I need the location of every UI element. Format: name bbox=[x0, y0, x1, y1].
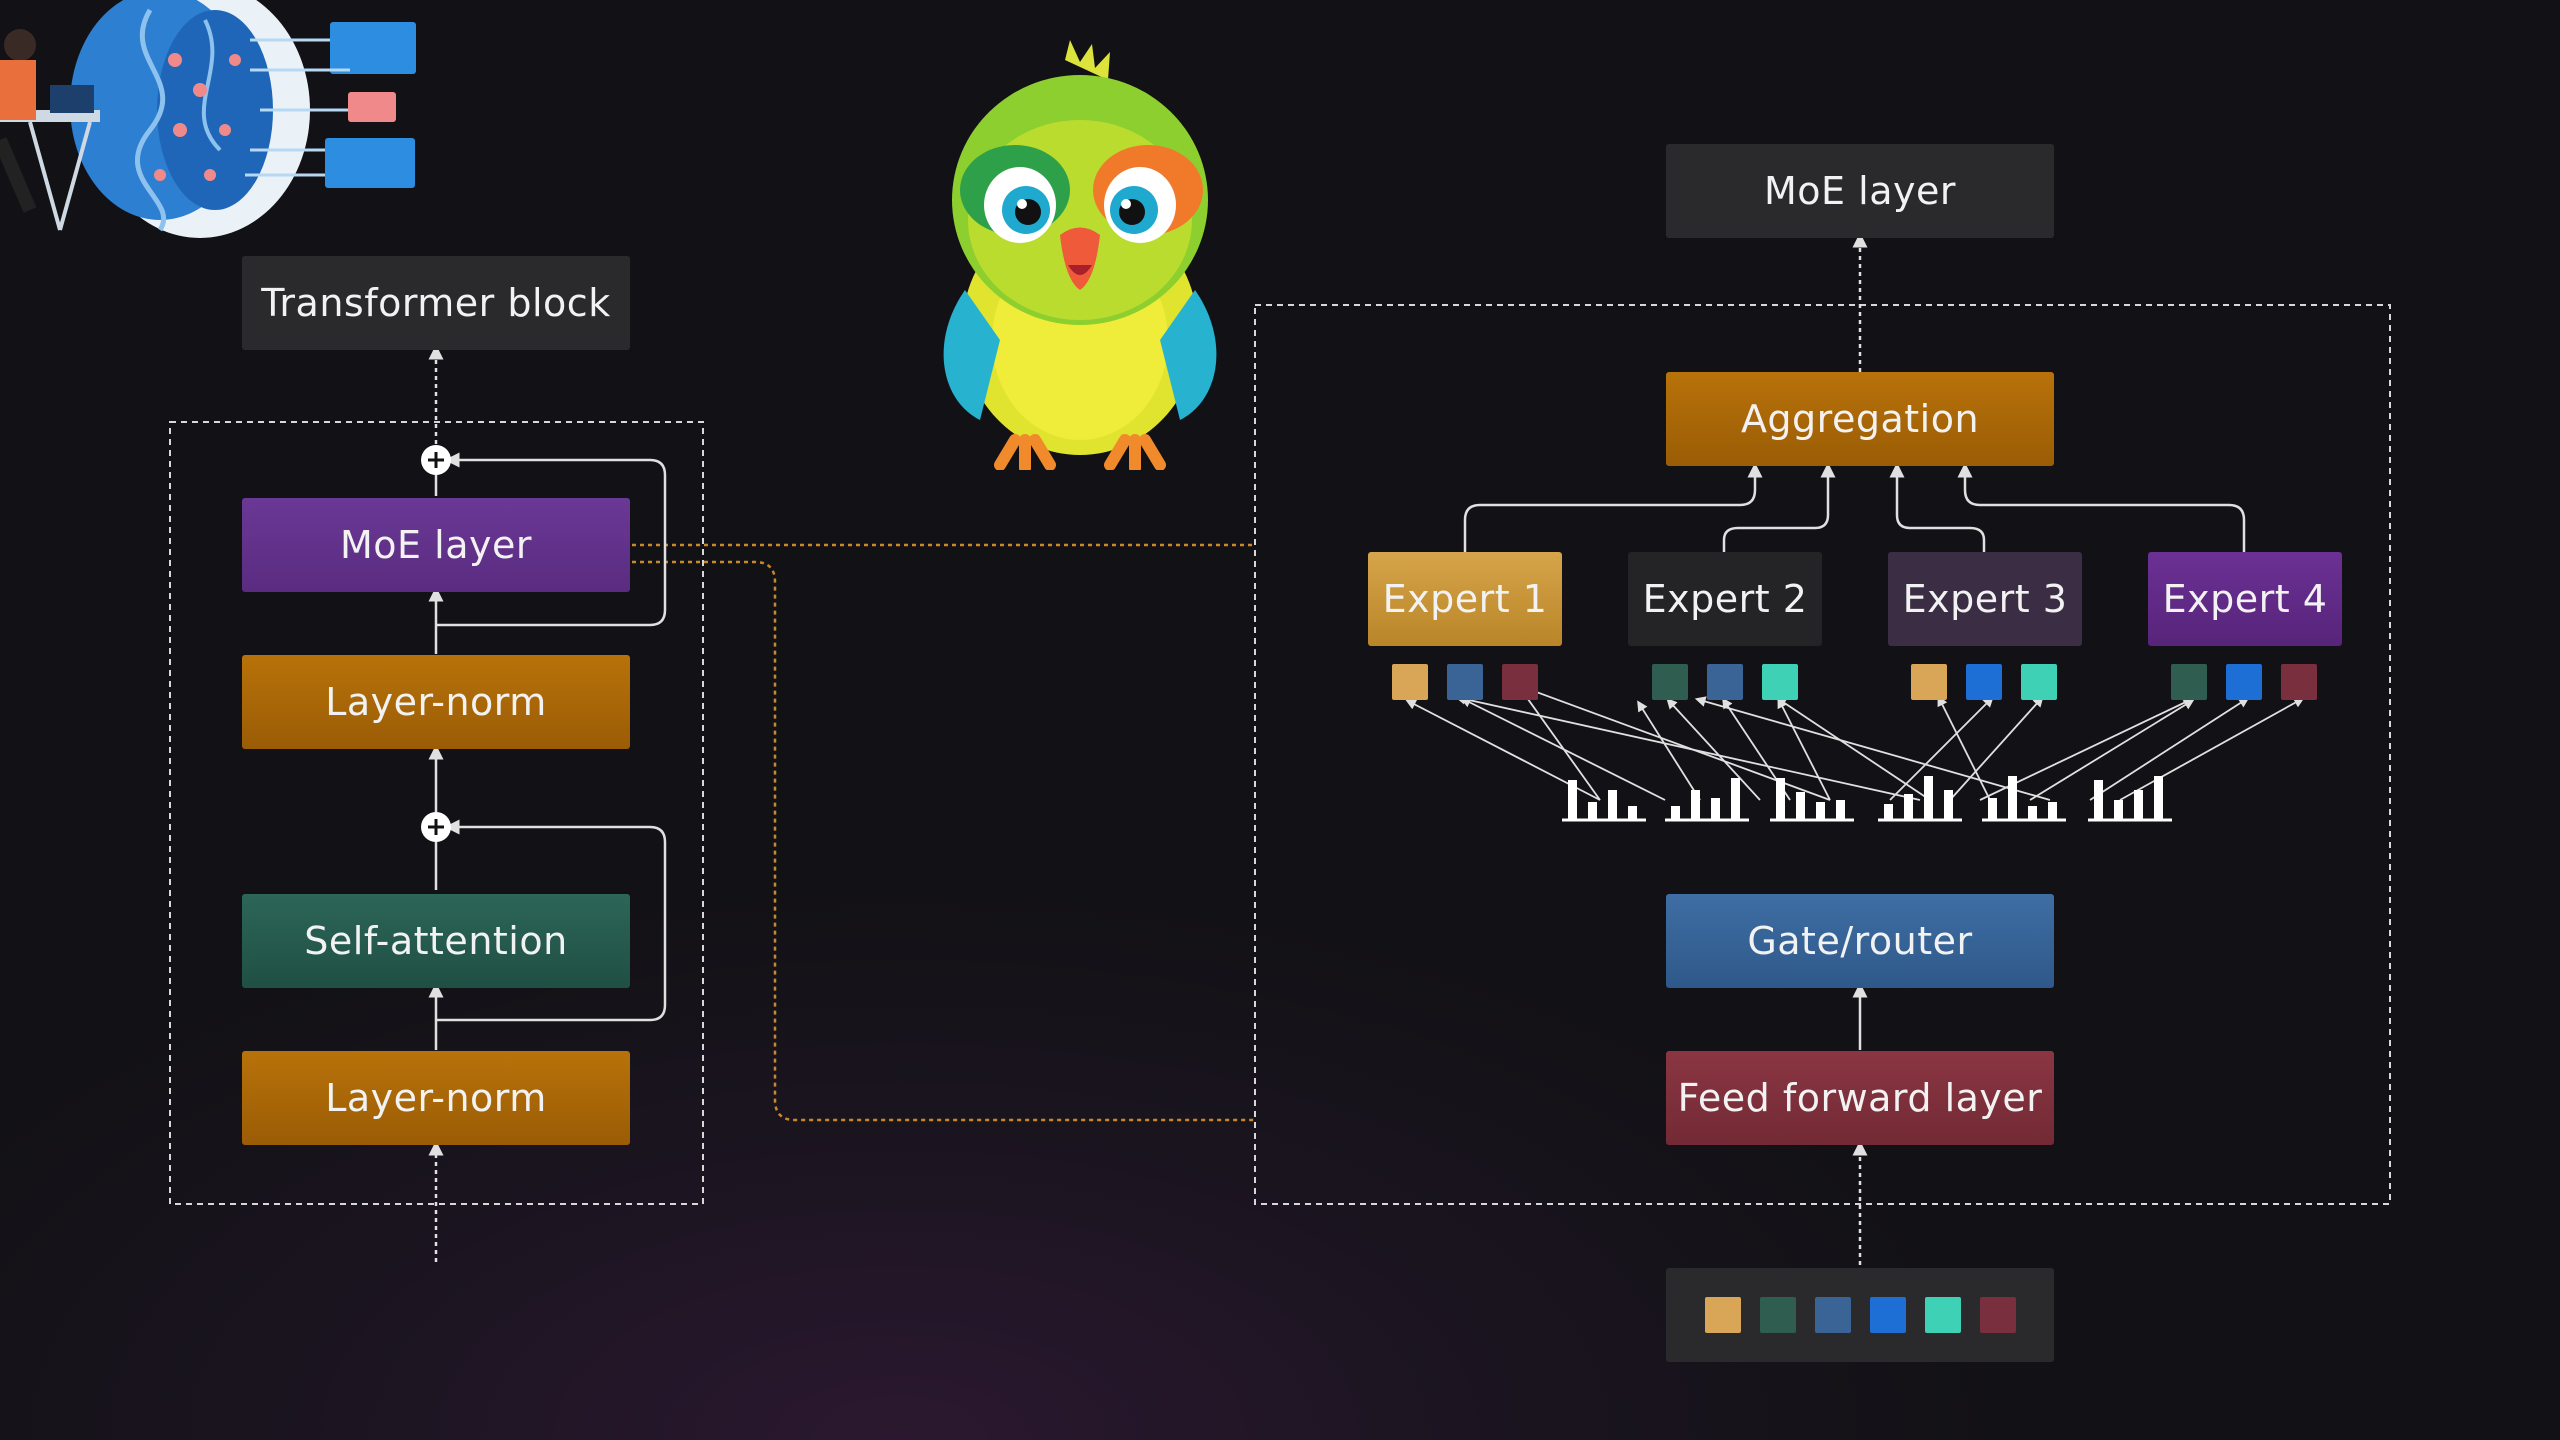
expert-2-token-1 bbox=[1652, 664, 1688, 700]
input-token-1 bbox=[1705, 1297, 1741, 1333]
routing-line bbox=[1775, 697, 1931, 801]
expert-4-token-1 bbox=[2171, 664, 2207, 700]
moe-layer-title: MoE layer bbox=[1666, 144, 2054, 238]
routing-line bbox=[1949, 695, 2044, 801]
aggregation-box[interactable]: Aggregation bbox=[1666, 372, 2054, 466]
histogram-bar bbox=[2114, 800, 2123, 820]
expert-4-token-3 bbox=[2281, 664, 2317, 700]
routing-line bbox=[2089, 697, 2250, 801]
brain-computer-illustration bbox=[0, 0, 416, 238]
expert-1-token-2 bbox=[1447, 664, 1483, 700]
histogram-bar bbox=[1904, 794, 1913, 820]
gate-router-box[interactable]: Gate/router bbox=[1666, 894, 2054, 988]
routing-line bbox=[1889, 696, 1994, 801]
expert-3-token-3 bbox=[2021, 664, 2057, 700]
parrot-mascot-illustration bbox=[943, 40, 1217, 470]
expert-1-box[interactable]: Expert 1 bbox=[1368, 552, 1562, 646]
histogram-bar bbox=[1608, 790, 1617, 820]
histogram-bar bbox=[1884, 804, 1893, 820]
layer-norm-bottom-box[interactable]: Layer-norm bbox=[242, 1051, 630, 1145]
expert-4-token-2 bbox=[2226, 664, 2262, 700]
input-token-2 bbox=[1760, 1297, 1796, 1333]
histogram-bar bbox=[2094, 780, 2103, 820]
self-attention-box[interactable]: Self-attention bbox=[242, 894, 630, 988]
expert-1-token-1 bbox=[1392, 664, 1428, 700]
histogram-bar bbox=[1776, 778, 1785, 820]
input-token-6 bbox=[1980, 1297, 2016, 1333]
histogram-bar bbox=[1924, 776, 1933, 820]
expert-3-token-1 bbox=[1911, 664, 1947, 700]
histogram-bar bbox=[1836, 800, 1845, 820]
moe-layer-container bbox=[1254, 304, 2391, 1205]
transformer-block-container bbox=[169, 421, 704, 1205]
expert-2-box[interactable]: Expert 2 bbox=[1628, 552, 1822, 646]
routing-line bbox=[2029, 699, 2195, 801]
histogram-bar bbox=[2028, 806, 2037, 820]
histogram-bar bbox=[2048, 802, 2057, 820]
histogram-bar bbox=[2154, 776, 2163, 820]
histogram-bar bbox=[1944, 790, 1953, 820]
expert-1-token-3 bbox=[1502, 664, 1538, 700]
transformer-block-title: Transformer block bbox=[242, 256, 630, 350]
routing-line bbox=[1777, 697, 1831, 801]
histogram-bar bbox=[2008, 776, 2017, 820]
expert-3-box[interactable]: Expert 3 bbox=[1888, 552, 2082, 646]
histogram-bar bbox=[1988, 798, 1997, 820]
routing-line bbox=[1937, 695, 1991, 801]
histogram-bar bbox=[1568, 780, 1577, 820]
input-token-5 bbox=[1925, 1297, 1961, 1333]
histogram-bar bbox=[1628, 806, 1637, 820]
histogram-bar bbox=[1816, 802, 1825, 820]
expert-3-token-2 bbox=[1966, 664, 2002, 700]
routing-line bbox=[1454, 693, 1921, 801]
histogram-bar bbox=[1796, 792, 1805, 820]
routing-line bbox=[1694, 696, 2051, 801]
routing-line bbox=[1516, 683, 1601, 801]
moe-link-bottom bbox=[632, 560, 1255, 1122]
routing-line bbox=[1637, 700, 1701, 801]
histogram-bar bbox=[1711, 798, 1720, 820]
histogram-bar bbox=[2134, 790, 2143, 820]
moe-layer-box[interactable]: MoE layer bbox=[242, 498, 630, 592]
routing-line bbox=[1666, 698, 1761, 801]
feed-forward-layer-box[interactable]: Feed forward layer bbox=[1666, 1051, 2054, 1145]
input-token-4 bbox=[1870, 1297, 1906, 1333]
layer-norm-top-box[interactable]: Layer-norm bbox=[242, 655, 630, 749]
histogram-bar bbox=[1731, 778, 1740, 820]
input-token-3 bbox=[1815, 1297, 1851, 1333]
expert-4-box[interactable]: Expert 4 bbox=[2148, 552, 2342, 646]
histogram-bar bbox=[1588, 802, 1597, 820]
expert-2-token-2 bbox=[1707, 664, 1743, 700]
histogram-bar bbox=[1691, 790, 1700, 820]
expert-2-token-3 bbox=[1762, 664, 1798, 700]
histogram-bar bbox=[1671, 806, 1680, 820]
routing-line bbox=[2119, 697, 2305, 801]
routing-line bbox=[1460, 697, 1666, 801]
